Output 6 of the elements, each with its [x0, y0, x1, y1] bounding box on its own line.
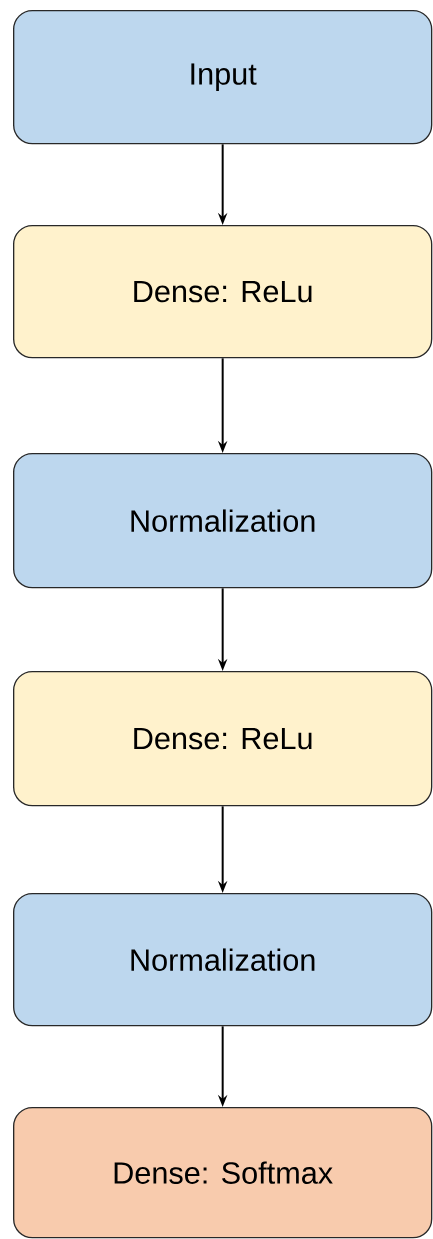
process-box: Dense: ReLu: [13, 225, 433, 359]
process-box: Dense: ReLu: [13, 671, 433, 807]
process-box: Dense: Softmax: [13, 1107, 433, 1239]
process-box: Normalization: [13, 893, 433, 1027]
process-box: Input: [13, 10, 433, 145]
process-box: Normalization: [13, 453, 433, 589]
